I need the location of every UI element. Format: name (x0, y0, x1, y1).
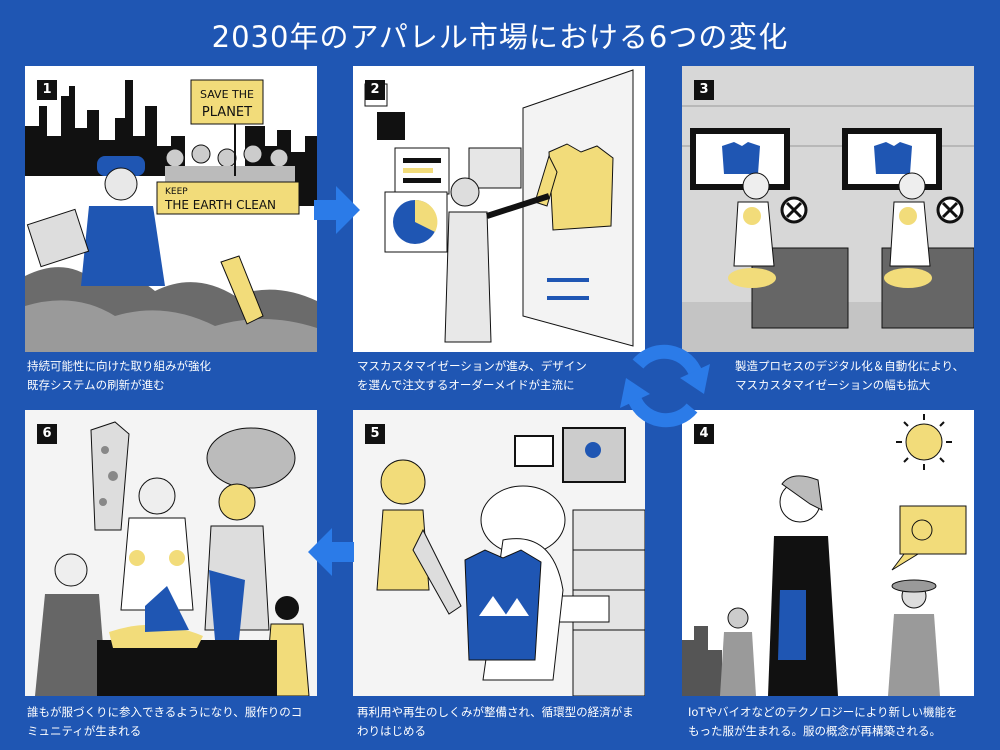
page-title: 2030年のアパレル市場における6つの変化 (211, 20, 789, 54)
panel-2-caption-line2: を選んで注文するオーダーメイドが主流に (357, 378, 575, 392)
panel-4-caption-line1: IoTやバイオなどのテクノロジーにより新しい機能を (688, 705, 958, 719)
panel-1-caption: 持続可能性に向けた取り組みが強化 既存システムの刷新が進む (27, 357, 327, 395)
panel-4-scene (682, 414, 967, 696)
sign-save-line1: SAVE THE (200, 88, 254, 101)
panel-3-caption-line2: マスカスタマイゼーションの幅も拡大 (735, 378, 931, 392)
panel-1-caption-line2: 既存システムの刷新が進む (27, 378, 165, 392)
sign-keep-line1: KEEP (165, 187, 188, 197)
panel-1-scene: SAVE THE PLANET KEEP THE EARTH CLEAN (25, 79, 317, 352)
panel-5-number: 5 (365, 424, 385, 444)
panel-5-caption-line1: 再利用や再生のしくみが整備され、循環型の経済がま (357, 705, 634, 719)
arrow-right-icon (314, 186, 360, 234)
panel-3-scene (682, 66, 974, 352)
panel-1-caption-line1: 持続可能性に向けた取り組みが強化 (27, 359, 211, 373)
panel-6-caption-line1: 誰もが服づくりに参入できるようになり、服作りのコ (27, 705, 303, 719)
panel-4-caption-line2: もった服が生まれる。服の概念が再構築される。 (688, 724, 941, 738)
sign-save-line2: PLANET (202, 105, 252, 120)
panel-4-caption: IoTやバイオなどのテクノロジーにより新しい機能を もった服が生まれる。服の概念… (688, 703, 988, 741)
panel-2-number: 2 (365, 80, 385, 100)
panel-6-illustration: 6 (25, 410, 317, 696)
panel-4-illustration: 4 (682, 410, 974, 696)
panel-3-illustration: 3 (682, 66, 974, 352)
panel-3-number: 3 (694, 80, 714, 100)
panel-1-number: 1 (37, 80, 57, 100)
panel-6-number: 6 (37, 424, 57, 444)
panel-5-caption: 再利用や再生のしくみが整備され、循環型の経済がま わりはじめる (357, 703, 657, 741)
cycle-arrows-icon (620, 344, 710, 428)
panel-5-caption-line2: わりはじめる (357, 724, 426, 738)
panel-5-illustration: 5 (353, 410, 645, 696)
panel-6-scene (25, 410, 317, 696)
panel-4-number: 4 (694, 424, 714, 444)
panel-1-illustration: SAVE THE PLANET KEEP THE EARTH CLEAN 1 (25, 66, 317, 352)
panel-3-caption: 製造プロセスのデジタル化＆自動化により、 マスカスタマイゼーションの幅も拡大 (735, 357, 995, 395)
sign-keep-line2: THE EARTH CLEAN (164, 198, 276, 212)
panel-2-illustration: 2 (353, 66, 645, 352)
panel-2-scene (364, 69, 634, 347)
panel-2-caption: マスカスタマイゼーションが進み、デザイン を選んで注文するオーダーメイドが主流に (357, 357, 657, 395)
panel-6-caption: 誰もが服づくりに参入できるようになり、服作りのコ ミュニティが生まれる (27, 703, 327, 741)
panel-2-caption-line1: マスカスタマイゼーションが進み、デザイン (357, 359, 587, 373)
arrow-left-icon (308, 528, 354, 576)
panel-6-caption-line2: ミュニティが生まれる (27, 724, 142, 738)
panel-3-caption-line1: 製造プロセスのデジタル化＆自動化により、 (735, 359, 965, 373)
panel-5-scene (353, 410, 645, 696)
